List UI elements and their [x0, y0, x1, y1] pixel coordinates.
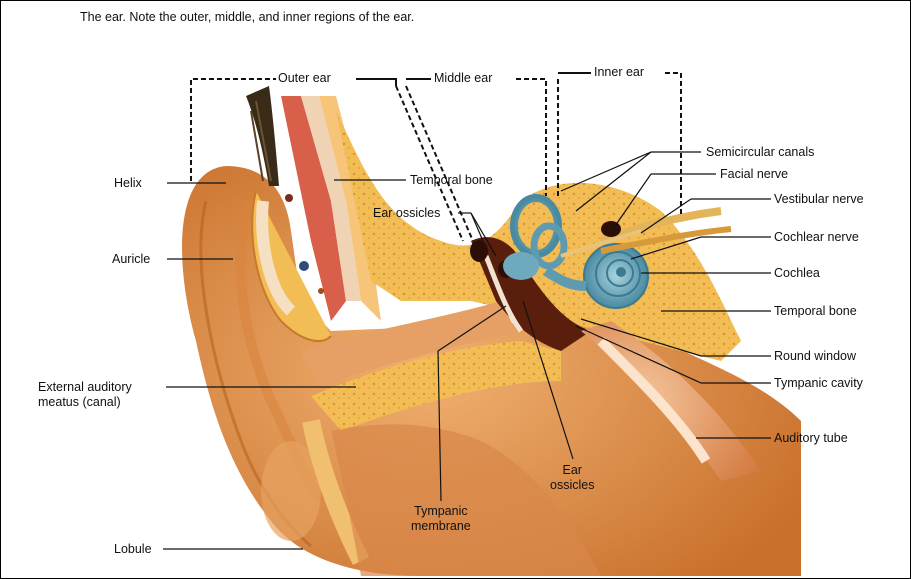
semicircular-canals-label: Semicircular canals [706, 145, 814, 160]
temporal-bone-upper-label: Temporal bone [410, 173, 493, 188]
cochlear-nerve-label: Cochlear nerve [774, 230, 859, 245]
helix-label: Helix [114, 176, 142, 191]
lobule-label: Lobule [114, 542, 152, 557]
tympanic-cavity-label: Tympanic cavity [774, 376, 863, 391]
ear-ossicles-upper-label: Ear ossicles [373, 206, 440, 221]
outer-ear-label: Outer ear [278, 71, 331, 86]
facial-nerve-label: Facial nerve [720, 167, 788, 182]
tympanic-membrane-label: Tympanic membrane [411, 504, 471, 534]
cochlea-label: Cochlea [774, 266, 820, 281]
auricle-label: Auricle [112, 252, 150, 267]
external-auditory-meatus-label: External auditory meatus (canal) [38, 380, 132, 410]
round-window-label: Round window [774, 349, 856, 364]
middle-ear-label: Middle ear [434, 71, 492, 86]
inner-ear-label: Inner ear [594, 65, 644, 80]
vestibular-nerve-label: Vestibular nerve [774, 192, 864, 207]
auditory-tube-label: Auditory tube [774, 431, 848, 446]
temporal-bone-right-label: Temporal bone [774, 304, 857, 319]
ear-ossicles-lower-label: Ear ossicles [550, 463, 594, 493]
